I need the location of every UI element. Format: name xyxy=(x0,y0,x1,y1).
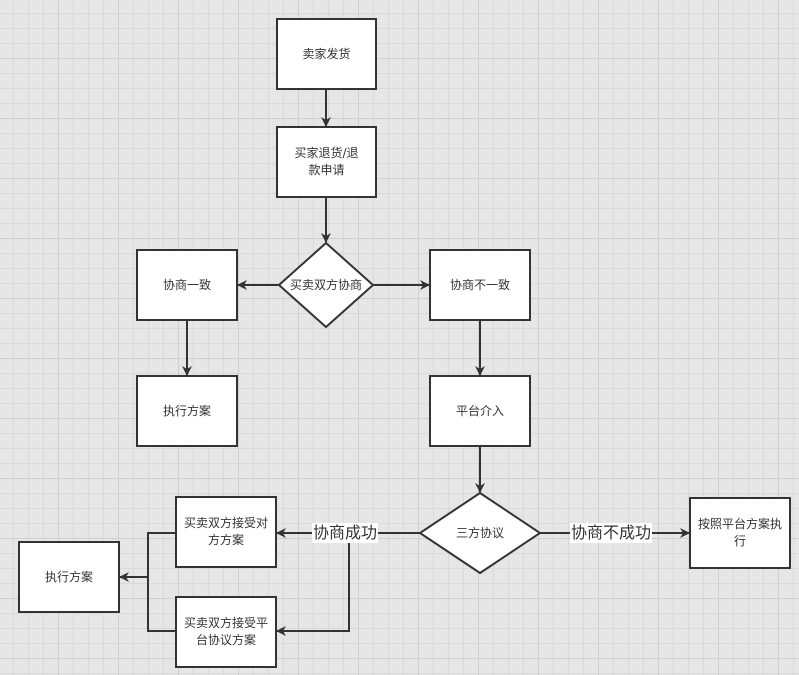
node-label: 买家退货/退款申请 xyxy=(294,146,359,177)
edge-label-fail: 协商不成功 xyxy=(570,523,653,543)
node-label: 买卖双方接受对方方案 xyxy=(184,516,269,547)
node-label: 买卖双方接受平台协议方案 xyxy=(184,616,269,647)
node-negotiate[interactable]: 买卖双方协商 xyxy=(283,262,369,308)
node-label: 按照平台方案执行 xyxy=(698,517,783,548)
node-seller-ship[interactable]: 卖家发货 xyxy=(276,18,377,90)
node-tripartite[interactable]: 三方协议 xyxy=(430,520,530,546)
node-accept-other[interactable]: 买卖双方接受对方方案 xyxy=(175,496,277,568)
node-platform-exec[interactable]: 按照平台方案执行 xyxy=(689,497,791,569)
diamond-tripartite xyxy=(418,491,542,575)
node-label: 平台介入 xyxy=(455,403,504,418)
node-label: 卖家发货 xyxy=(302,46,351,61)
node-execute-2[interactable]: 执行方案 xyxy=(18,541,120,613)
node-platform[interactable]: 平台介入 xyxy=(429,375,531,447)
edge-merge xyxy=(147,532,176,632)
node-label: 协商一致 xyxy=(162,277,211,292)
node-label: 协商不一致 xyxy=(449,277,510,292)
node-agree[interactable]: 协商一致 xyxy=(136,249,238,321)
node-label: 执行方案 xyxy=(44,569,93,584)
node-execute-1[interactable]: 执行方案 xyxy=(136,375,238,447)
diamond-negotiate xyxy=(277,241,375,329)
node-label: 买卖双方协商 xyxy=(290,277,363,292)
edge-success-platform xyxy=(276,533,350,636)
node-buyer-return[interactable]: 买家退货/退款申请 xyxy=(276,126,377,198)
edge-label-success: 协商成功 xyxy=(312,523,379,543)
node-label: 三方协议 xyxy=(455,525,504,540)
node-label: 执行方案 xyxy=(162,403,211,418)
node-accept-platform[interactable]: 买卖双方接受平台协议方案 xyxy=(175,596,277,668)
node-disagree[interactable]: 协商不一致 xyxy=(429,249,531,321)
